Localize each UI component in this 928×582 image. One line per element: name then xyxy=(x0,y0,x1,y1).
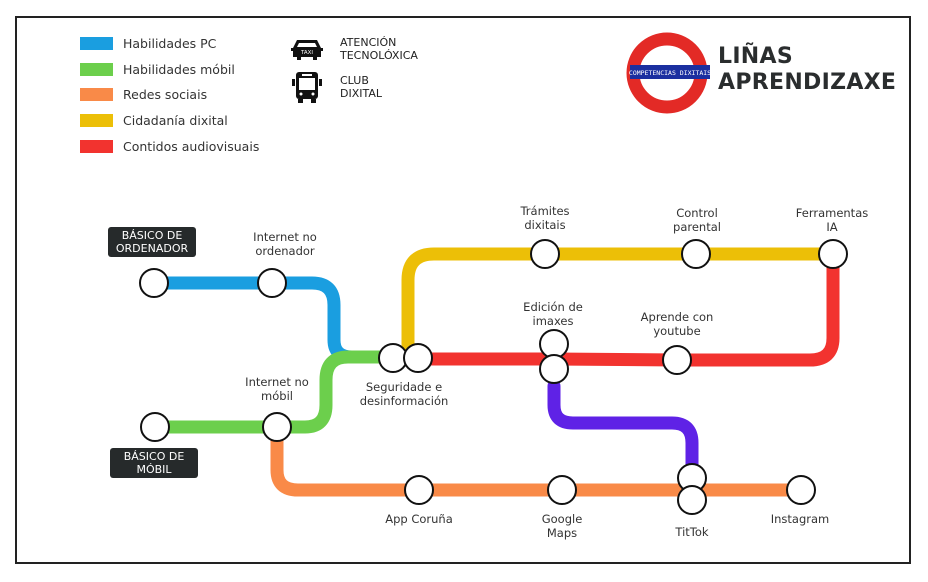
label-seguridade: Seguridade e desinformación xyxy=(359,380,449,408)
line-contidos-audiovisuais xyxy=(411,247,840,367)
label-aprende-youtube: Aprende con youtube xyxy=(640,310,714,338)
bus-icon xyxy=(292,72,322,103)
station-internet-mobil[interactable] xyxy=(262,412,292,442)
legend-item-audiovisual: Contidos audiovisuais xyxy=(80,137,259,155)
label-google-maps: Google Maps xyxy=(541,512,583,540)
svg-text:TAXI: TAXI xyxy=(300,50,313,56)
line-cidadania-dixital xyxy=(401,247,840,351)
label-internet-mobil: Internet no móbil xyxy=(245,375,309,403)
service-label: ATENCIÓN TECNOLÓXICA xyxy=(340,36,418,62)
legend-label: Cidadanía dixital xyxy=(123,112,228,128)
station-internet-ordenador[interactable] xyxy=(257,268,287,298)
terminal-basico-ordenador[interactable]: BÁSICO DE ORDENADOR xyxy=(108,227,196,257)
legend-item-redes: Redes sociais xyxy=(80,85,207,103)
station-tramites[interactable] xyxy=(530,239,560,269)
station-google-maps[interactable] xyxy=(547,475,577,505)
legend-label: Habilidades PC xyxy=(123,35,217,51)
station-app-coruna[interactable] xyxy=(404,475,434,505)
label-ferramentas-ia: Ferramentas IA xyxy=(795,206,869,234)
station-aprende-youtube[interactable] xyxy=(662,345,692,375)
station-basico-ordenador[interactable] xyxy=(139,268,169,298)
label-control-parental: Control parental xyxy=(673,206,721,234)
station-edicion-imaxes-b[interactable] xyxy=(539,354,569,384)
service-club-dixital: CLUB DIXITAL xyxy=(290,70,382,104)
legend-label: Redes sociais xyxy=(123,86,208,102)
label-tiktok: TitTok xyxy=(675,525,709,539)
service-label: CLUB DIXITAL xyxy=(340,74,383,100)
legend-swatch-cidadania xyxy=(80,113,113,127)
station-control-parental[interactable] xyxy=(681,239,711,269)
label-internet-ordenador: Internet no ordenador xyxy=(253,230,317,258)
terminal-basico-mobil[interactable]: BÁSICO DE MÓBIL xyxy=(110,448,198,478)
map-frame xyxy=(15,16,911,564)
legend-label: Contidos audiovisuais xyxy=(123,138,260,154)
station-instagram[interactable] xyxy=(786,475,816,505)
label-tramites: Trámites dixitais xyxy=(520,204,570,232)
label-instagram: Instagram xyxy=(770,512,830,526)
legend-label: Habilidades móbil xyxy=(123,61,235,77)
service-atencion-tecnoloxica: TAXI ATENCIÓN TECNOLÓXICA xyxy=(290,36,418,62)
station-tiktok-b[interactable] xyxy=(677,485,707,515)
label-edicion-imaxes: Edición de imaxes xyxy=(523,300,583,328)
line-enlace-tiktok xyxy=(547,379,699,475)
station-seguridade-a[interactable] xyxy=(378,343,408,373)
legend-swatch-pc xyxy=(80,36,113,50)
legend-item-cidadania: Cidadanía dixital xyxy=(80,111,228,129)
legend-swatch-redes xyxy=(80,87,113,101)
label-app-coruna: App Coruña xyxy=(385,512,453,526)
legend-item-pc: Habilidades PC xyxy=(80,34,216,52)
legend-swatch-mobil xyxy=(80,62,113,76)
taxi-icon: TAXI xyxy=(291,40,323,60)
legend-item-mobil: Habilidades móbil xyxy=(80,60,235,78)
station-edicion-imaxes-a[interactable] xyxy=(539,329,569,359)
line-redes-sociais xyxy=(270,434,807,497)
page-title: LIÑAS APRENDIZAXE xyxy=(718,44,897,95)
station-seguridade-b[interactable] xyxy=(403,343,433,373)
line-habilidades-mobil xyxy=(148,350,400,434)
legend-swatch-audiovisual xyxy=(80,139,113,153)
station-basico-mobil[interactable] xyxy=(140,412,170,442)
station-ferramentas-ia[interactable] xyxy=(818,239,848,269)
